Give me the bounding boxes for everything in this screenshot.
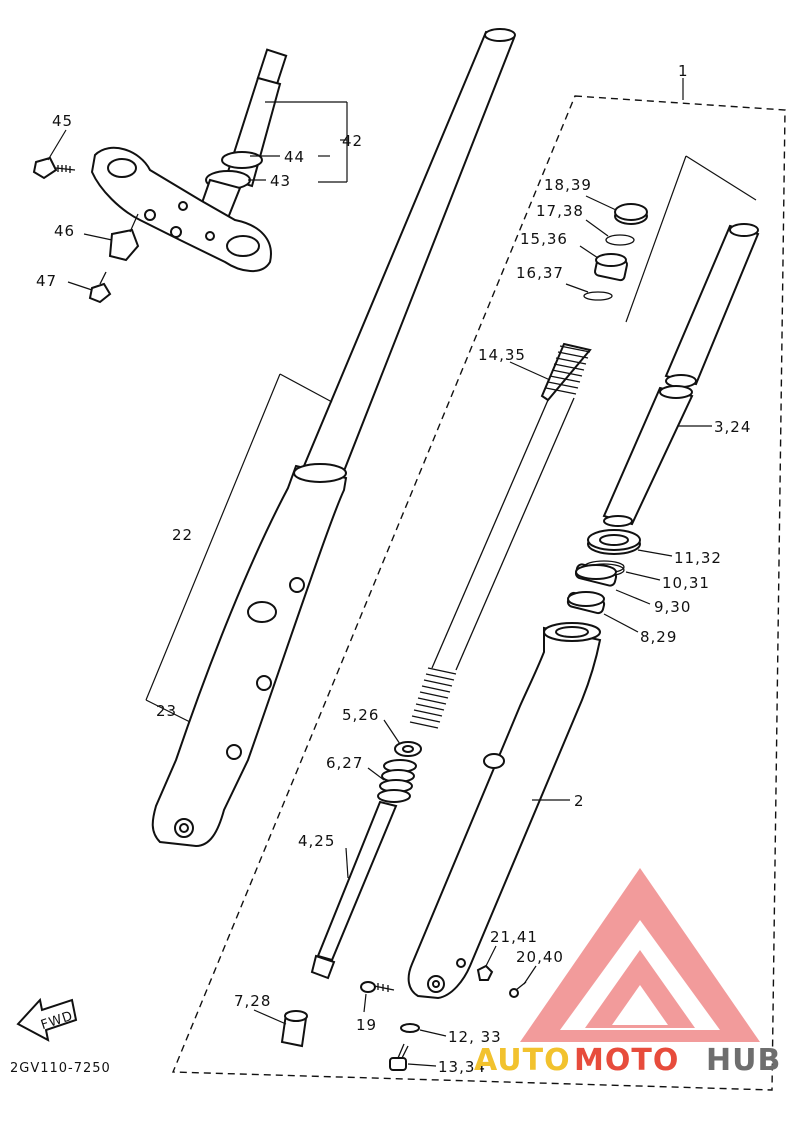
bolt-45 [32,129,76,180]
callout-46: 46 [54,222,75,240]
svg-text:HUB: HUB [706,1043,781,1078]
fork-left [151,28,516,848]
callout-22: 22 [172,526,193,544]
callout-44: 44 [284,148,305,166]
damper-rod [310,741,422,980]
callout-3-24: 3,24 [714,418,751,436]
seal-stack [566,529,641,615]
callout-42: 42 [342,132,363,150]
watermark-text: AUTO MOTO HUB [474,1043,781,1078]
collar-7-28 [253,1009,308,1048]
callout-47: 47 [36,272,57,290]
steering-stem-bracket [90,48,288,272]
callout-16-37: 16,37 [516,264,564,282]
callout-11-32: 11,32 [674,549,722,567]
callout-8-29: 8,29 [640,628,677,646]
svg-text:MOTO: MOTO [574,1043,679,1078]
callout-15-36: 15,36 [520,230,568,248]
bolt-47 [67,271,112,304]
hardware-21-41 [476,945,497,981]
callout-20-40: 20,40 [516,948,564,966]
callout-13-34: 13,34 [438,1058,486,1076]
watermark-logo [520,868,760,1042]
fork-spring [409,342,592,729]
outer-tube-right [407,622,602,1000]
callout-19: 19 [356,1016,377,1034]
fwd-arrow-icon: FWD [16,997,78,1042]
cap-stack [583,203,648,301]
callout-10-31: 10,31 [662,574,710,592]
clip-46 [83,213,140,262]
bolt-13-34 [389,1043,437,1071]
callout-12-33: 12, 33 [448,1028,502,1046]
hardware-20-40 [509,965,537,998]
callout-43: 43 [270,172,291,190]
callout-23: 23 [156,702,177,720]
svg-text:AUTO: AUTO [474,1043,571,1078]
assembly-boundary [171,95,786,1091]
callout-4-25: 4,25 [298,832,335,850]
inner-tube-right [602,223,760,527]
callout-17-38: 17,38 [536,202,584,220]
callout-7-28: 7,28 [234,992,271,1010]
bolt-19 [360,981,395,1013]
callout-18-39: 18,39 [544,176,592,194]
callout-1: 1 [678,62,689,80]
diagram-code: 2GV110-7250 [10,1061,111,1076]
callout-9-30: 9,30 [654,598,691,616]
callout-14-35: 14,35 [478,346,526,364]
callout-6-27: 6,27 [326,754,363,772]
callout-5-26: 5,26 [342,706,379,724]
callout-2: 2 [574,792,585,810]
callout-21-41: 21,41 [490,928,538,946]
washer-12-33 [400,1023,447,1037]
callout-45: 45 [52,112,73,130]
